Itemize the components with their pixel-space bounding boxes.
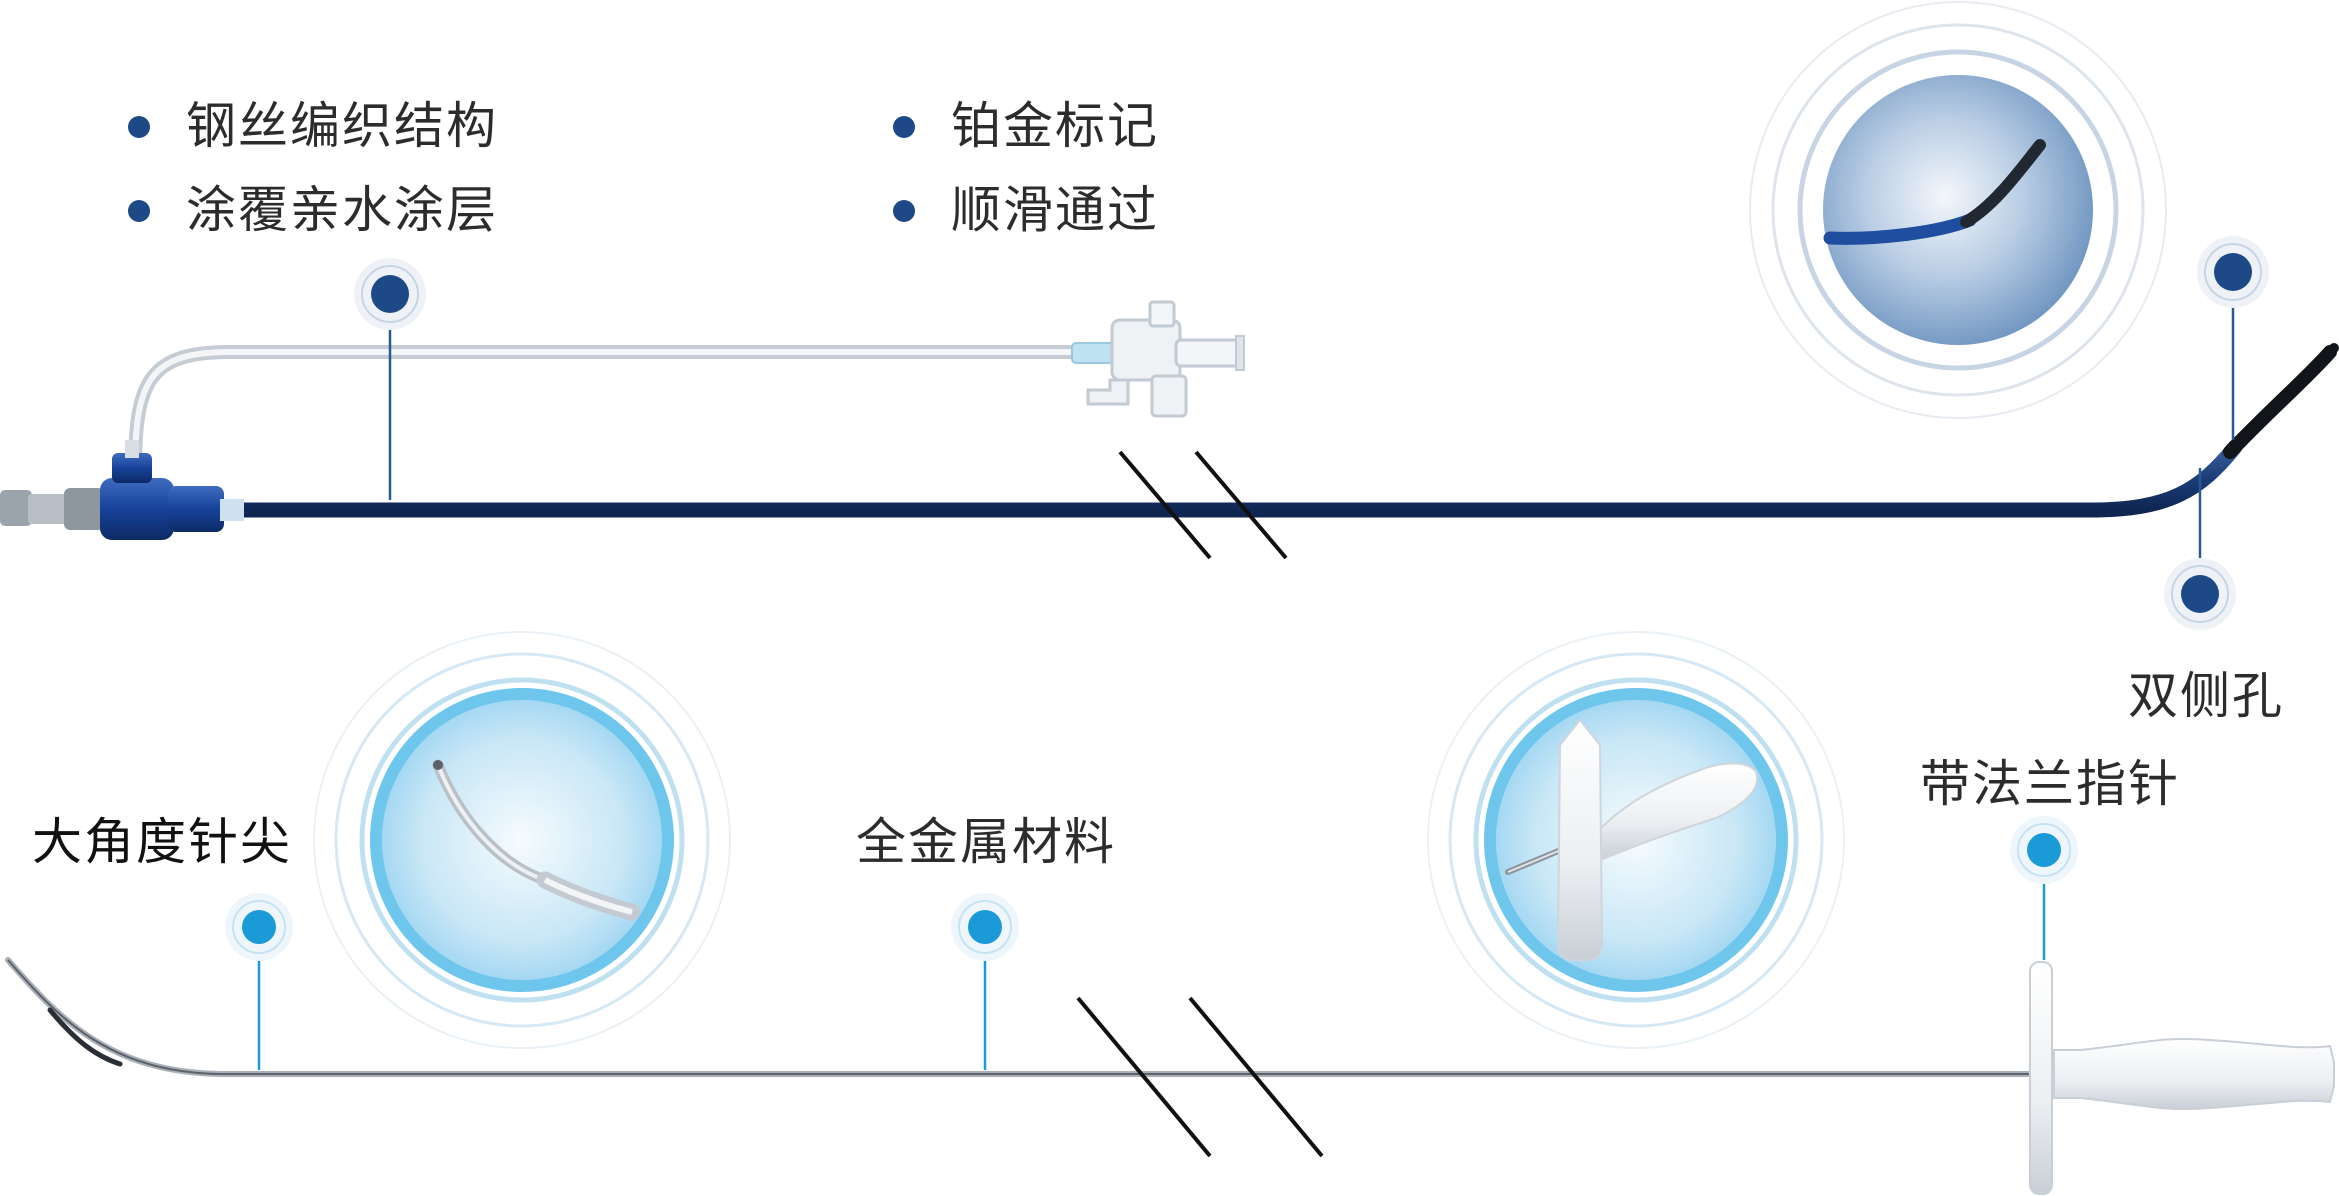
marker-dot-icon (951, 893, 1019, 961)
label-all-metal: 全金属材料 (856, 813, 1116, 871)
bullet-dot-icon (128, 200, 150, 222)
feature-list-left: 钢丝编织结构 涂覆亲水涂层 (128, 84, 498, 252)
marker-dot-icon (354, 258, 426, 330)
break-mark-icon (1118, 450, 1288, 560)
bullet-dot-icon (128, 116, 150, 138)
catheter-tip (2223, 345, 2337, 459)
side-tube (128, 345, 1097, 477)
side-tube-highlight (132, 349, 1090, 471)
marker-dot-icon (2010, 816, 2078, 884)
label-large-angle-tip: 大角度针尖 (32, 813, 292, 871)
feature-list-right: 铂金标记 顺滑通过 (893, 84, 1159, 252)
feature-item: 铂金标记 (893, 84, 1159, 168)
feature-item: 涂覆亲水涂层 (128, 168, 498, 252)
stopcock-icon (1071, 300, 1245, 418)
marker-dot-icon (2197, 236, 2269, 308)
feature-text: 钢丝编织结构 (186, 97, 498, 155)
marker-dot-icon (2164, 558, 2236, 630)
feature-item: 顺滑通过 (893, 168, 1159, 252)
zoom-lens-needle-icon (313, 631, 731, 1049)
zoom-lens-flange-icon (1427, 631, 1845, 1049)
break-mark-icon (1076, 996, 1324, 1158)
bullet-dot-icon (893, 200, 915, 222)
feature-text: 顺滑通过 (951, 181, 1159, 239)
catheter-hub-icon (0, 440, 244, 540)
feature-item: 钢丝编织结构 (128, 84, 498, 168)
zoom-lens-tip-icon (1749, 1, 2167, 419)
marker-dot-icon (225, 893, 293, 961)
catheter-shaft (232, 439, 2243, 518)
label-flange-needle: 带法兰指针 (1920, 755, 2180, 813)
needle-assembly (5, 957, 2335, 1195)
feature-text: 铂金标记 (951, 97, 1159, 155)
label-side-holes: 双侧孔 (2128, 667, 2284, 725)
catheter-assembly (0, 300, 2339, 560)
flange-handle-icon (2029, 961, 2335, 1195)
feature-text: 涂覆亲水涂层 (186, 181, 498, 239)
bullet-dot-icon (893, 116, 915, 138)
